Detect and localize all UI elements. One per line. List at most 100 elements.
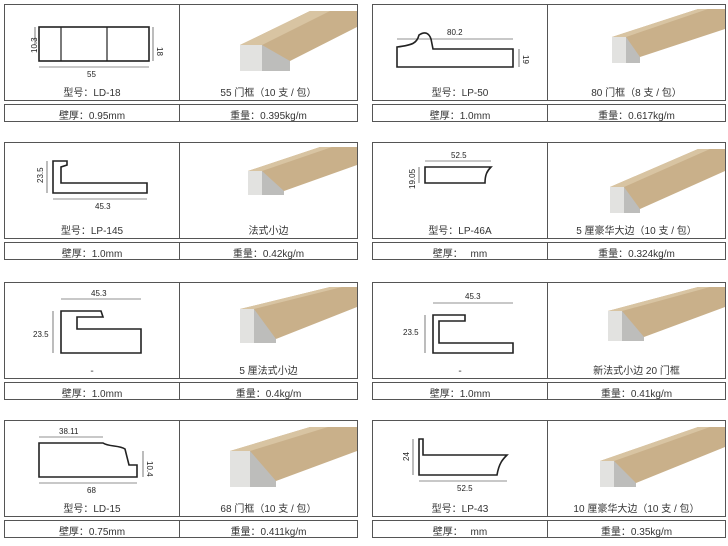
dim-label: 55 [87, 70, 96, 79]
product-panel: 52.5 19.05 型号：LP-46A 5 厘豪华大边（10 支 / 包） [372, 142, 726, 239]
divider [179, 143, 180, 238]
profile-drawing: 45.3 23.5 - [5, 283, 179, 378]
weight: 重量：0.411kg/m [230, 527, 307, 538]
profile-drawing: 80.2 19 型号：LP-50 [373, 5, 547, 100]
product-panel: 45.3 23.5 - 5 厘法式小边 [4, 282, 358, 379]
product-photo: 10 厘豪华大边（10 支 / 包） [548, 421, 725, 516]
weight: 重量：0.41kg/m [600, 389, 673, 400]
dim-label: 45.3 [465, 292, 481, 301]
product-name: 新法式小边 20 门框 [593, 366, 680, 377]
wall-thickness: 壁厚： mm [432, 527, 488, 538]
divider [179, 283, 180, 378]
divider [179, 383, 180, 399]
wall-thickness: 壁厚：0.95mm [58, 111, 126, 122]
product-name: 68 门框（10 支 / 包） [220, 504, 317, 515]
product-name: 10 厘豪华大边（10 支 / 包） [573, 504, 700, 515]
divider [547, 5, 548, 100]
dim-label: 23.5 [36, 167, 45, 183]
model-label: 型号：LP-145 [60, 226, 124, 237]
divider [547, 143, 548, 238]
profile-photo [230, 427, 357, 487]
product-photo: 68 门框（10 支 / 包） [180, 421, 357, 516]
dim-label: 10.3 [30, 37, 39, 53]
dim-label: 38.11 [59, 427, 79, 436]
weight: 重量：0.324kg/m [598, 249, 675, 260]
dim-label: 10.4 [145, 461, 154, 477]
product-panel: 80.2 19 型号：LP-50 80 门框（8 支 / 包） [372, 4, 726, 101]
wall-thickness: 壁厚：1.0mm [429, 389, 491, 400]
product-photo: 法式小边 [180, 143, 357, 238]
product-panel: 10.3 18 55 型号：LD-18 55 门框（10 支 / 包） [4, 4, 358, 101]
wall-thickness: 壁厚： mm [432, 249, 488, 260]
cross-section-drawing: 10.3 18 55 [30, 26, 164, 79]
product-panel: 23.5 45.3 型号：LP-145 法式小边 [4, 142, 358, 239]
product-name: 5 厘法式小边 [239, 366, 298, 377]
profile-photo [608, 287, 725, 341]
wall-thickness: 壁厚：1.0mm [61, 389, 123, 400]
product-name: 法式小边 [248, 226, 289, 237]
spec-row: 壁厚：0.95mm 重量：0.395kg/m [4, 104, 358, 122]
profile-photo [600, 427, 725, 487]
profile-drawing: 10.3 18 55 型号：LD-18 [5, 5, 179, 100]
cross-section-drawing: 24 52.5 [402, 438, 509, 493]
model-label: 型号：LP-46A [428, 226, 492, 237]
dim-label: 45.3 [91, 289, 107, 298]
spec-row: 壁厚：1.0mm 重量：0.42kg/m [4, 242, 358, 260]
product-panel: 38.11 10.4 68 型号：LD-15 68 门框（10 支 / 包） [4, 420, 358, 517]
profile-photo [240, 287, 357, 343]
dim-label: 23.5 [33, 330, 49, 339]
divider [179, 105, 180, 121]
dim-label: 80.2 [447, 28, 463, 37]
dim-label: 24 [402, 452, 411, 461]
cross-section-drawing: 38.11 10.4 68 [38, 427, 154, 495]
product-photo: 新法式小边 20 门框 [548, 283, 725, 378]
model-label: - [458, 366, 462, 377]
divider [179, 243, 180, 259]
divider [179, 421, 180, 516]
model-label: 型号：LP-50 [431, 88, 489, 99]
product-panel: 24 52.5 型号：LP-43 10 厘豪华大边（10 支 / 包） [372, 420, 726, 517]
divider [179, 5, 180, 100]
spec-row: 壁厚： mm 重量：0.35kg/m [372, 520, 726, 538]
cross-section-drawing: 52.5 19.05 [408, 151, 493, 189]
profile-photo [612, 9, 725, 63]
product-photo: 5 厘法式小边 [180, 283, 357, 378]
dim-label: 45.3 [95, 202, 111, 211]
divider [547, 105, 548, 121]
dim-label: 19.05 [408, 168, 417, 189]
divider [179, 521, 180, 537]
dim-label: 52.5 [457, 484, 473, 493]
weight: 重量：0.617kg/m [598, 111, 675, 122]
cross-section-drawing: 80.2 19 [396, 28, 530, 68]
dim-label: 18 [155, 47, 164, 56]
model-label: 型号：LD-15 [63, 504, 121, 515]
profile-photo [248, 147, 357, 195]
model-label: - [90, 366, 94, 377]
product-name: 5 厘豪华大边（10 支 / 包） [576, 226, 697, 237]
spec-row: 壁厚：1.0mm 重量：0.41kg/m [372, 382, 726, 400]
wall-thickness: 壁厚：0.75mm [58, 527, 126, 538]
wall-thickness: 壁厚：1.0mm [61, 249, 123, 260]
spec-row: 壁厚： mm 重量：0.324kg/m [372, 242, 726, 260]
profile-drawing: 45.3 23.5 - [373, 283, 547, 378]
divider [547, 521, 548, 537]
dim-label: 68 [87, 486, 96, 495]
profile-drawing: 52.5 19.05 型号：LP-46A [373, 143, 547, 238]
product-photo: 80 门框（8 支 / 包） [548, 5, 725, 100]
weight: 重量：0.35kg/m [600, 527, 673, 538]
product-name: 80 门框（8 支 / 包） [591, 88, 682, 99]
cross-section-drawing: 45.3 23.5 [403, 292, 514, 354]
model-label: 型号：LP-43 [431, 504, 489, 515]
weight: 重量：0.395kg/m [230, 111, 307, 122]
dim-label: 23.5 [403, 328, 419, 337]
product-name: 55 门框（10 支 / 包） [220, 88, 317, 99]
wall-thickness: 壁厚：1.0mm [429, 111, 491, 122]
divider [547, 243, 548, 259]
weight: 重量：0.42kg/m [232, 249, 305, 260]
product-photo: 55 门框（10 支 / 包） [180, 5, 357, 100]
divider [547, 283, 548, 378]
spec-row: 壁厚：1.0mm 重量：0.4kg/m [4, 382, 358, 400]
profile-drawing: 23.5 45.3 型号：LP-145 [5, 143, 179, 238]
profile-photo [610, 149, 725, 213]
profile-drawing: 38.11 10.4 68 型号：LD-15 [5, 421, 179, 516]
